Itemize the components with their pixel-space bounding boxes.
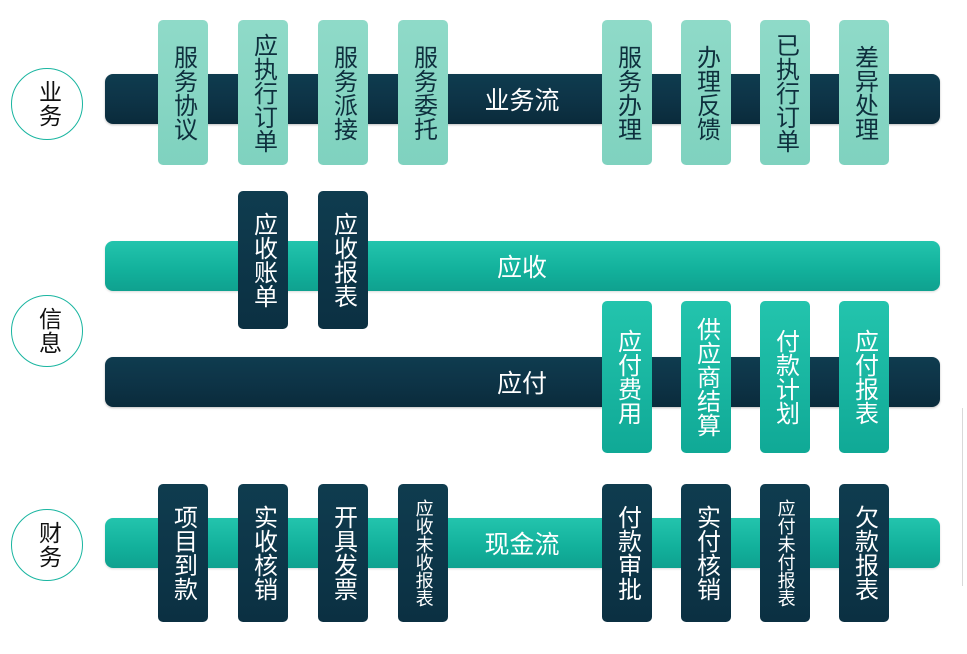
tile-actual-receipt-writeoff-label: 实收核销 [249,505,278,601]
finance-circle: 财务 [11,509,83,581]
tile-receivable-report-label: 应收报表 [329,212,358,308]
tile-actual-receipt-writeoff[interactable]: 实收核销 [238,484,288,622]
tile-payment-plan[interactable]: 付款计划 [760,301,810,453]
tile-payable-outstanding-report[interactable]: 应付未付报表 [760,484,810,622]
tile-payable-report[interactable]: 应付报表 [839,301,889,453]
tile-executed-order-label: 已执行订单 [771,32,800,153]
business-flow-label: 业务流 [484,86,560,115]
tile-receivable-ledger[interactable]: 应收账单 [238,191,288,329]
tile-service-entrust[interactable]: 服务委托 [398,20,448,165]
tile-receivable-outstanding-report-label: 应收未收报表 [412,499,434,607]
tile-arrears-report-label: 欠款报表 [850,505,879,601]
business-label: 业务 [34,80,61,128]
tile-service-dispatch-label: 服务派接 [329,44,358,141]
tile-payable-fees[interactable]: 应付费用 [602,301,652,453]
tile-difference-handling[interactable]: 差异处理 [839,20,889,165]
tile-executed-order[interactable]: 已执行订单 [760,20,810,165]
tile-project-payment-received-label: 项目到款 [169,505,198,601]
tile-actual-payment-writeoff-label: 实付核销 [692,505,721,601]
receivable-band: 应收 [105,241,940,291]
cash-flow-band: 现金流 [105,518,940,568]
tile-payable-report-label: 应付报表 [850,329,879,425]
tile-service-dispatch[interactable]: 服务派接 [318,20,368,165]
tile-difference-handling-label: 差异处理 [850,44,879,141]
tile-receivable-report[interactable]: 应收报表 [318,191,368,329]
cash-flow-label: 现金流 [484,530,560,559]
info-circle: 信息 [11,295,83,367]
tile-issue-invoice[interactable]: 开具发票 [318,484,368,622]
tile-actual-payment-writeoff[interactable]: 实付核销 [681,484,731,622]
tile-receivable-outstanding-report[interactable]: 应收未收报表 [398,484,448,622]
business-flow-band: 业务流 [105,74,940,124]
tile-payment-approval-label: 付款审批 [613,505,642,601]
tile-service-handling-label: 服务办理 [613,44,642,141]
receivable-label: 应收 [496,253,548,282]
finance-label: 财务 [34,521,61,569]
tile-service-entrust-label: 服务委托 [409,44,438,141]
tile-handling-feedback[interactable]: 办理反馈 [681,20,731,165]
payable-label: 应付 [496,369,548,398]
tile-payment-plan-label: 付款计划 [771,329,800,425]
tile-payment-approval[interactable]: 付款审批 [602,484,652,622]
tile-supplier-settlement-label: 供应商结算 [692,317,721,437]
tile-issue-invoice-label: 开具发票 [329,505,358,601]
tile-receivable-order-label: 应执行订单 [249,32,278,153]
tile-payable-outstanding-report-label: 应付未付报表 [774,499,796,607]
tile-payable-fees-label: 应付费用 [613,329,642,425]
right-edge-divider [962,408,963,586]
tile-service-agreement-label: 服务协议 [169,44,198,141]
info-label: 信息 [34,307,61,355]
payable-band: 应付 [105,357,940,407]
tile-handling-feedback-label: 办理反馈 [692,44,721,141]
tile-supplier-settlement[interactable]: 供应商结算 [681,301,731,453]
tile-receivable-order[interactable]: 应执行订单 [238,20,288,165]
tile-project-payment-received[interactable]: 项目到款 [158,484,208,622]
business-circle: 业务 [11,68,83,140]
tile-service-handling[interactable]: 服务办理 [602,20,652,165]
tile-arrears-report[interactable]: 欠款报表 [839,484,889,622]
tile-service-agreement[interactable]: 服务协议 [158,20,208,165]
tile-receivable-ledger-label: 应收账单 [249,212,278,308]
